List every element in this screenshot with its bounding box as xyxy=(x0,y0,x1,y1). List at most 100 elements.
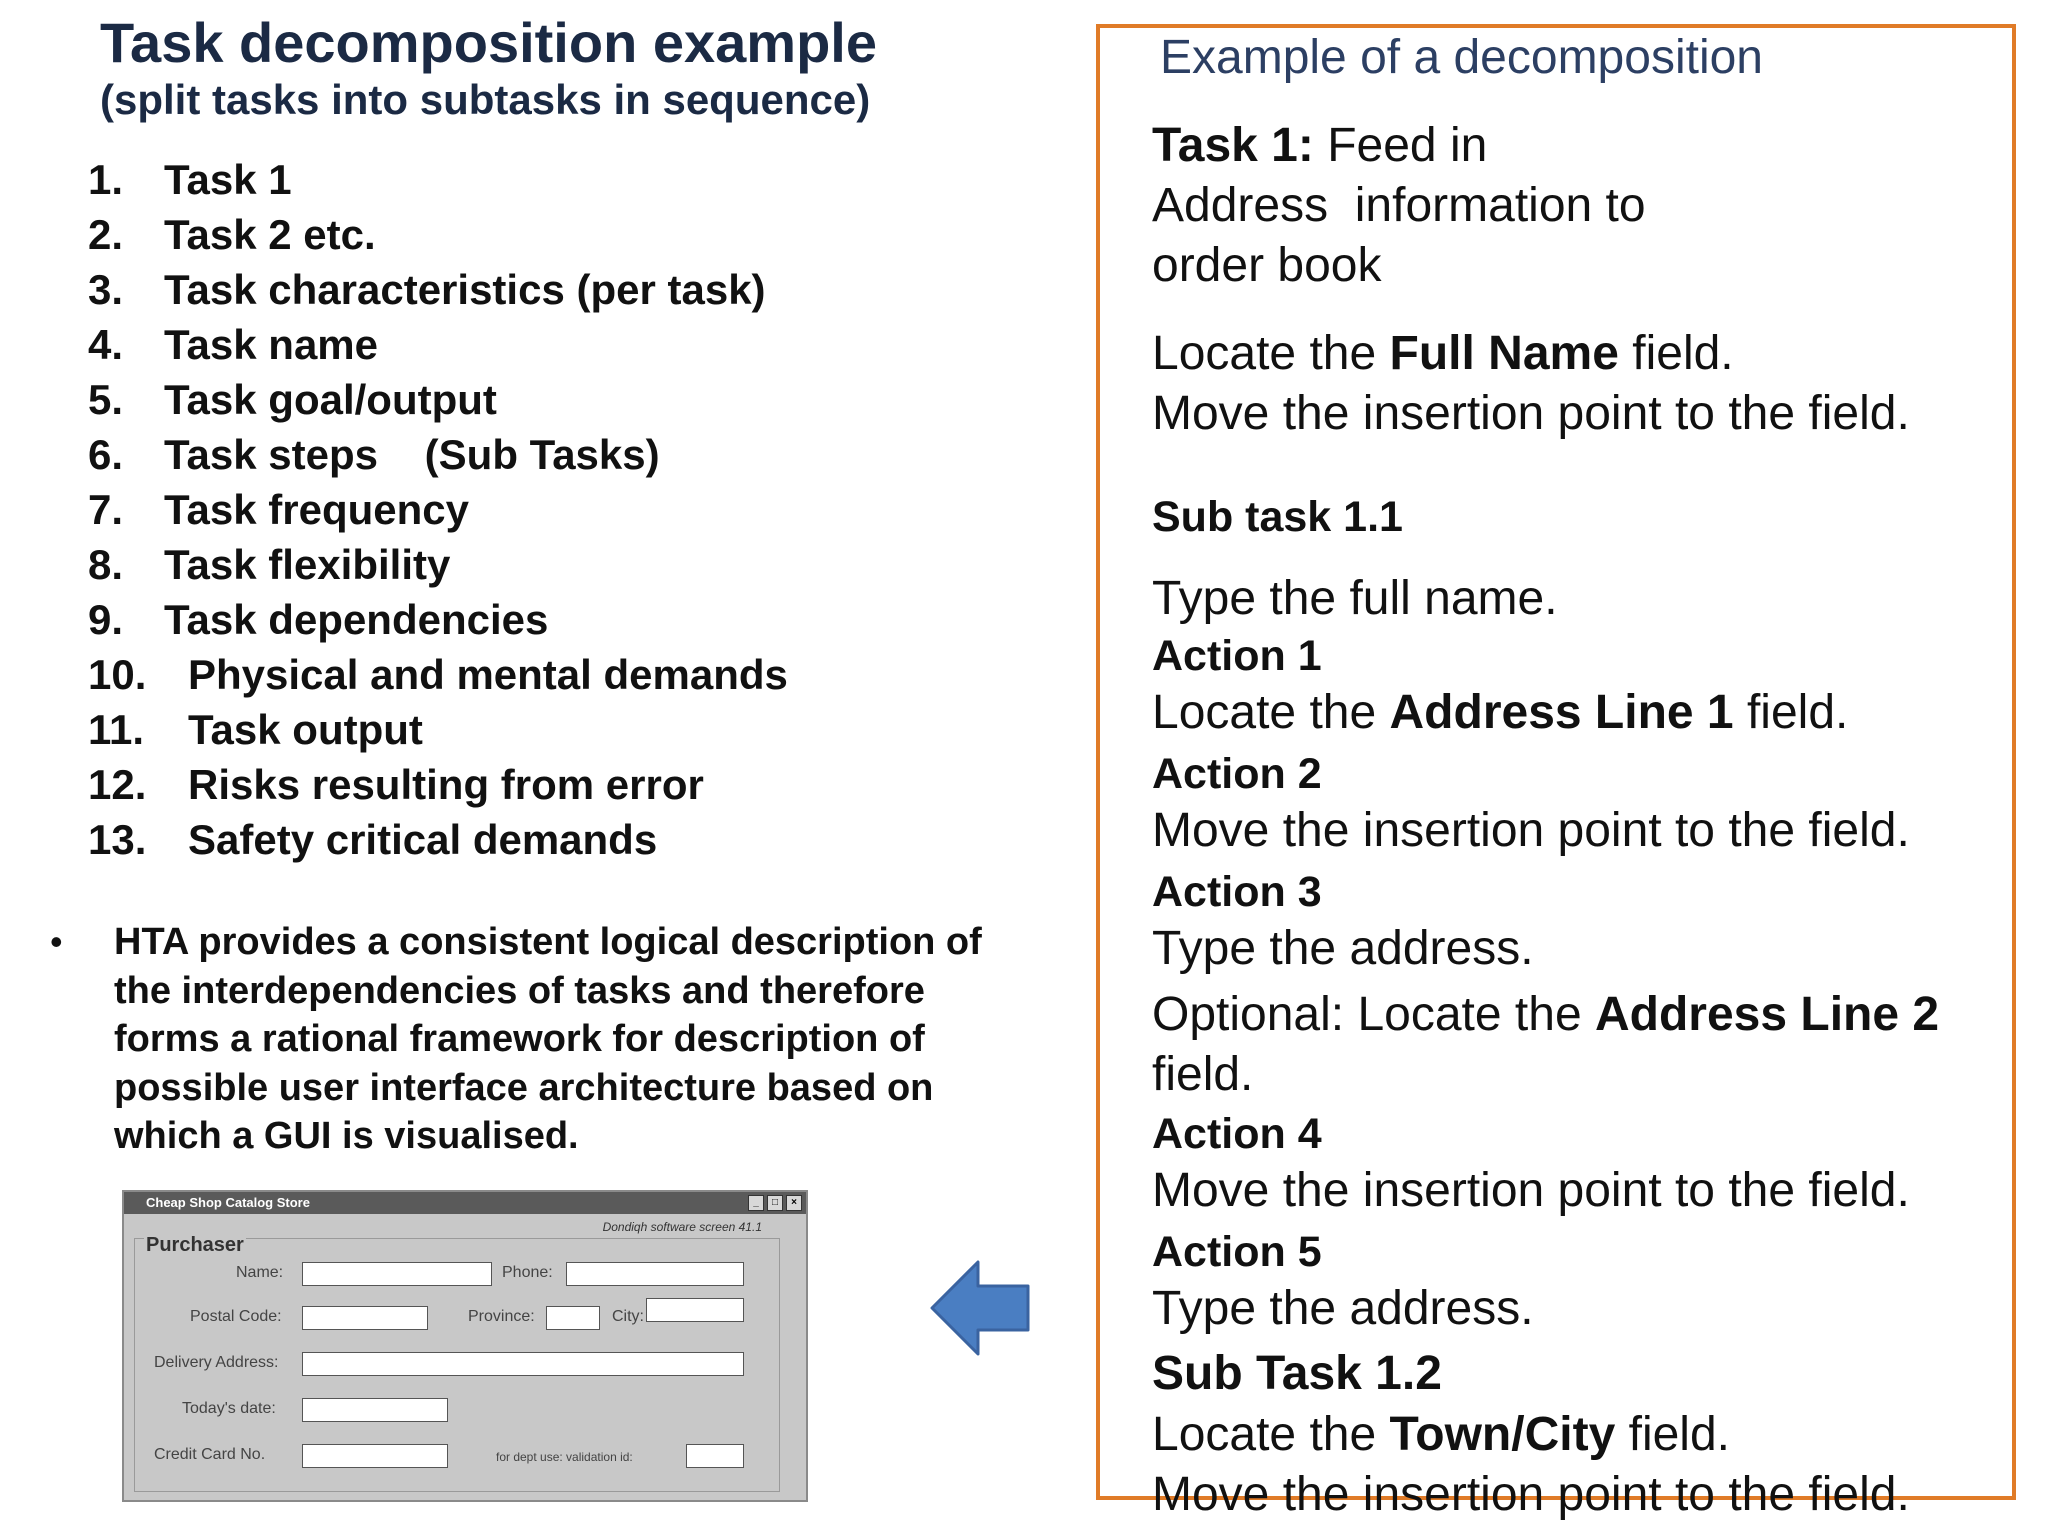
move-point-line: Move the insertion point to the field. xyxy=(1152,1468,1910,1521)
type-address-line: Type the address. xyxy=(1152,1282,1534,1335)
action-heading: Action 3 xyxy=(1152,868,1322,916)
list-number: 4. xyxy=(88,321,124,368)
decomposition-panel xyxy=(1096,24,2016,1500)
form-titlebar: Cheap Shop Catalog Store _ □ × xyxy=(124,1192,806,1214)
province-label: Province: xyxy=(468,1308,535,1325)
task1-line: Task 1: Feed in xyxy=(1152,115,1487,177)
task1-text: Feed in xyxy=(1313,119,1488,172)
type-address-line: Type the address. xyxy=(1152,922,1534,975)
list-text: Task goal/output xyxy=(164,376,497,423)
list-number: 9. xyxy=(88,596,124,643)
text: Locate the xyxy=(1152,327,1390,380)
postal-code-field xyxy=(302,1306,428,1330)
postal-code-label: Postal Code: xyxy=(190,1308,282,1325)
field-name: Address Line 1 xyxy=(1389,686,1734,739)
form-window-title: Cheap Shop Catalog Store xyxy=(146,1195,310,1210)
list-item: 7.Task frequency xyxy=(88,482,1008,537)
list-text: Task dependencies xyxy=(164,596,549,643)
arrow-left-icon xyxy=(930,1260,1030,1356)
field-name: Full Name xyxy=(1389,327,1619,380)
list-number: 8. xyxy=(88,541,124,588)
task-characteristics-list: 1. Task 1 2.Task 2 etc. 3. Task characteri… xyxy=(88,152,1008,867)
purchaser-label: Purchaser xyxy=(144,1234,246,1257)
form-screenshot: Cheap Shop Catalog Store _ □ × Dondiqh s… xyxy=(122,1190,808,1502)
optional-line2: field. xyxy=(1152,1048,1254,1101)
list-item: 4. Task name xyxy=(88,317,1008,372)
city-label: City: xyxy=(612,1308,644,1325)
list-item: 13.Safety critical demands xyxy=(88,812,1008,867)
list-item: 2.Task 2 etc. xyxy=(88,207,1008,262)
text: field. xyxy=(1733,686,1849,739)
action-heading: Action 5 xyxy=(1152,1228,1322,1276)
list-text: Task steps (Sub Tasks) xyxy=(164,431,660,478)
hta-description: HTA provides a consistent logical descri… xyxy=(114,921,982,1157)
move-point-line: Move the insertion point to the field. xyxy=(1152,387,1910,440)
field-name: Town/City xyxy=(1389,1408,1616,1461)
province-field xyxy=(546,1306,600,1330)
list-item: 12.Risks resulting from error xyxy=(88,757,1008,812)
form-note: Dondiqh software screen 41.1 xyxy=(602,1220,762,1234)
text: Locate the xyxy=(1152,686,1390,739)
list-text: Physical and mental demands xyxy=(188,651,788,698)
validation-label: for dept use: validation id: xyxy=(496,1450,633,1464)
field-name: Address Line 2 xyxy=(1594,988,1940,1041)
todays-date-label: Today's date: xyxy=(182,1400,276,1417)
action-heading: Action 1 xyxy=(1152,632,1322,680)
list-item: 6. Task steps (Sub Tasks) xyxy=(88,427,1008,482)
list-text: Task output xyxy=(188,706,423,753)
task1-label: Task 1: xyxy=(1152,119,1314,172)
purchaser-group xyxy=(134,1238,780,1492)
type-full-name-line: Type the full name. xyxy=(1152,572,1558,625)
list-item: 1. Task 1 xyxy=(88,152,1008,207)
todays-date-field xyxy=(302,1398,448,1422)
list-text: Safety critical demands xyxy=(188,816,658,863)
action-heading: Action 2 xyxy=(1152,750,1322,798)
hta-bullet: • HTA provides a consistent logical desc… xyxy=(50,918,1030,1161)
subtask-heading: Sub Task 1.2 xyxy=(1152,1347,1442,1400)
list-text: Task characteristics (per task) xyxy=(164,266,766,313)
action-heading: Action 4 xyxy=(1152,1110,1322,1158)
phone-label: Phone: xyxy=(502,1264,553,1281)
locate-city-line: Locate the Town/City field. xyxy=(1152,1404,1730,1466)
locate-fullname-line: Locate the Full Name field. xyxy=(1152,323,1734,385)
list-item: 8. Task flexibility xyxy=(88,537,1008,592)
city-field xyxy=(646,1298,744,1322)
panel-title: Example of a decomposition xyxy=(1160,31,1763,84)
move-point-line: Move the insertion point to the field. xyxy=(1152,1164,1910,1217)
delivery-address-label: Delivery Address: xyxy=(154,1354,279,1371)
name-field xyxy=(302,1262,492,1286)
delivery-address-field xyxy=(302,1352,744,1376)
minimize-icon: _ xyxy=(748,1195,764,1211)
slide-subtitle: (split tasks into subtasks in sequence) xyxy=(100,76,871,123)
optional-line: Optional: Locate the Address Line 2 xyxy=(1152,984,1939,1046)
list-text: Task name xyxy=(164,321,378,368)
list-item: 3. Task characteristics (per task) xyxy=(88,262,1008,317)
text: Locate the xyxy=(1152,1408,1390,1461)
list-text: Task 2 etc. xyxy=(164,211,376,258)
list-text: Task 1 xyxy=(164,156,292,203)
list-text: Task frequency xyxy=(164,486,470,533)
list-number: 1. xyxy=(88,156,124,203)
list-number: 12. xyxy=(88,761,147,808)
name-label: Name: xyxy=(236,1264,284,1281)
list-item: 9. Task dependencies xyxy=(88,592,1008,647)
list-text: Task flexibility xyxy=(164,541,451,588)
validation-field xyxy=(686,1444,744,1468)
list-number: 5. xyxy=(88,376,124,423)
task1-line2: Address information to xyxy=(1152,179,1646,232)
list-number: 10. xyxy=(88,651,147,698)
credit-card-label: Credit Card No. xyxy=(154,1446,266,1463)
move-point-line: Move the insertion point to the field. xyxy=(1152,804,1910,857)
locate-addr1-line: Locate the Address Line 1 field. xyxy=(1152,682,1848,744)
phone-field xyxy=(566,1262,744,1286)
list-item: 11. Task output xyxy=(88,702,1008,757)
list-number: 3. xyxy=(88,266,124,313)
text: Optional: Locate the xyxy=(1152,988,1595,1041)
task1-line3: order book xyxy=(1152,239,1382,292)
bullet-icon: • xyxy=(50,921,63,962)
list-number: 11. xyxy=(88,706,145,753)
list-number: 6. xyxy=(88,431,124,478)
close-icon: × xyxy=(786,1195,802,1211)
slide-title: Task decomposition example xyxy=(100,11,877,74)
list-item: 5. Task goal/output xyxy=(88,372,1008,427)
